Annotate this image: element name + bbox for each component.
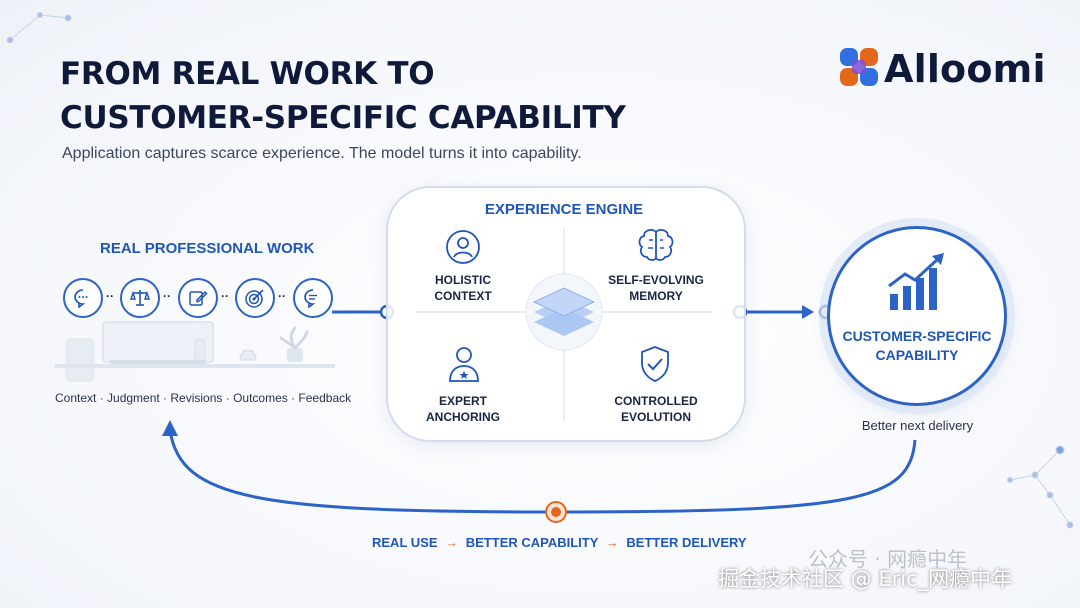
edit-icon <box>178 278 218 318</box>
network-decoration-bottom-right <box>1007 445 1074 529</box>
capability-subtitle: Better next delivery <box>861 418 974 433</box>
work-steps-text: Context · Judgment · Revisions · Outcome… <box>55 391 352 405</box>
node-label-line: EXPERT <box>438 394 487 408</box>
brand-name: Alloomi <box>884 47 1046 91</box>
loop-step-better-delivery: BETTER DELIVERY <box>626 535 747 550</box>
connector-dots: ·· <box>106 289 114 303</box>
target-icon <box>235 278 275 318</box>
desk-illustration <box>55 321 335 382</box>
person-icon <box>446 230 480 264</box>
loop-step-better-capability: BETTER CAPABILITY <box>465 535 599 550</box>
arrow-right-icon: → <box>605 535 619 550</box>
page-subtitle: Application captures scarce experience. … <box>62 145 582 162</box>
node-expert-anchoring: EXPERT ANCHORING <box>413 393 513 425</box>
scales-icon <box>120 278 160 318</box>
experience-engine-title: EXPERIENCE ENGINE <box>484 201 644 218</box>
shield-check-icon <box>641 346 669 382</box>
capability-label-line: CAPABILITY <box>875 347 959 363</box>
real-work-title: REAL PROFESSIONAL WORK <box>100 240 315 257</box>
site-watermark: 掘金技术社区 @ Eric_网瘾中年 <box>718 567 1013 591</box>
loop-label: REAL USE → BETTER CAPABILITY → BETTER DE… <box>372 535 747 550</box>
node-controlled-evolution: CONTROLLED EVOLUTION <box>604 393 708 425</box>
node-label-line: EVOLUTION <box>620 410 691 424</box>
capability-label-line: CUSTOMER-SPECIFIC <box>842 328 992 344</box>
wechat-watermark: 公众号 · 网瘾中年 <box>808 547 968 571</box>
expert-icon <box>449 347 479 382</box>
brand-logo-icon <box>840 48 878 86</box>
loop-step-real-use: REAL USE <box>372 535 438 550</box>
node-holistic-context: HOLISTIC CONTEXT <box>413 272 513 304</box>
node-label-line: SELF-EVOLVING <box>608 273 704 287</box>
chat-icon <box>63 278 103 318</box>
node-label-line: CONTROLLED <box>614 394 698 408</box>
connector-dots: ·· <box>278 289 286 303</box>
page-title: FROM REAL WORK TO CUSTOMER-SPECIFIC CAPA… <box>60 52 626 140</box>
title-line-1: FROM REAL WORK TO <box>60 56 435 92</box>
growth-chart-icon <box>888 253 944 310</box>
connector-dots: ·· <box>221 289 229 303</box>
layers-icon <box>525 273 603 351</box>
message-icon <box>293 278 333 318</box>
capability-label: CUSTOMER-SPECIFIC CAPABILITY <box>827 327 1007 365</box>
node-label-line: HOLISTIC <box>435 273 491 287</box>
network-decoration-top-left <box>6 12 72 44</box>
arrow-right-icon: → <box>445 535 459 550</box>
connector-dots: ·· <box>163 289 171 303</box>
capability-circle <box>827 226 1007 406</box>
title-line-2: CUSTOMER-SPECIFIC CAPABILITY <box>60 100 626 136</box>
node-self-evolving-memory: SELF-EVOLVING MEMORY <box>600 272 712 304</box>
node-label-line: ANCHORING <box>426 410 500 424</box>
node-label-line: MEMORY <box>629 289 683 303</box>
brain-icon <box>638 229 674 261</box>
node-label-line: CONTEXT <box>434 289 492 303</box>
